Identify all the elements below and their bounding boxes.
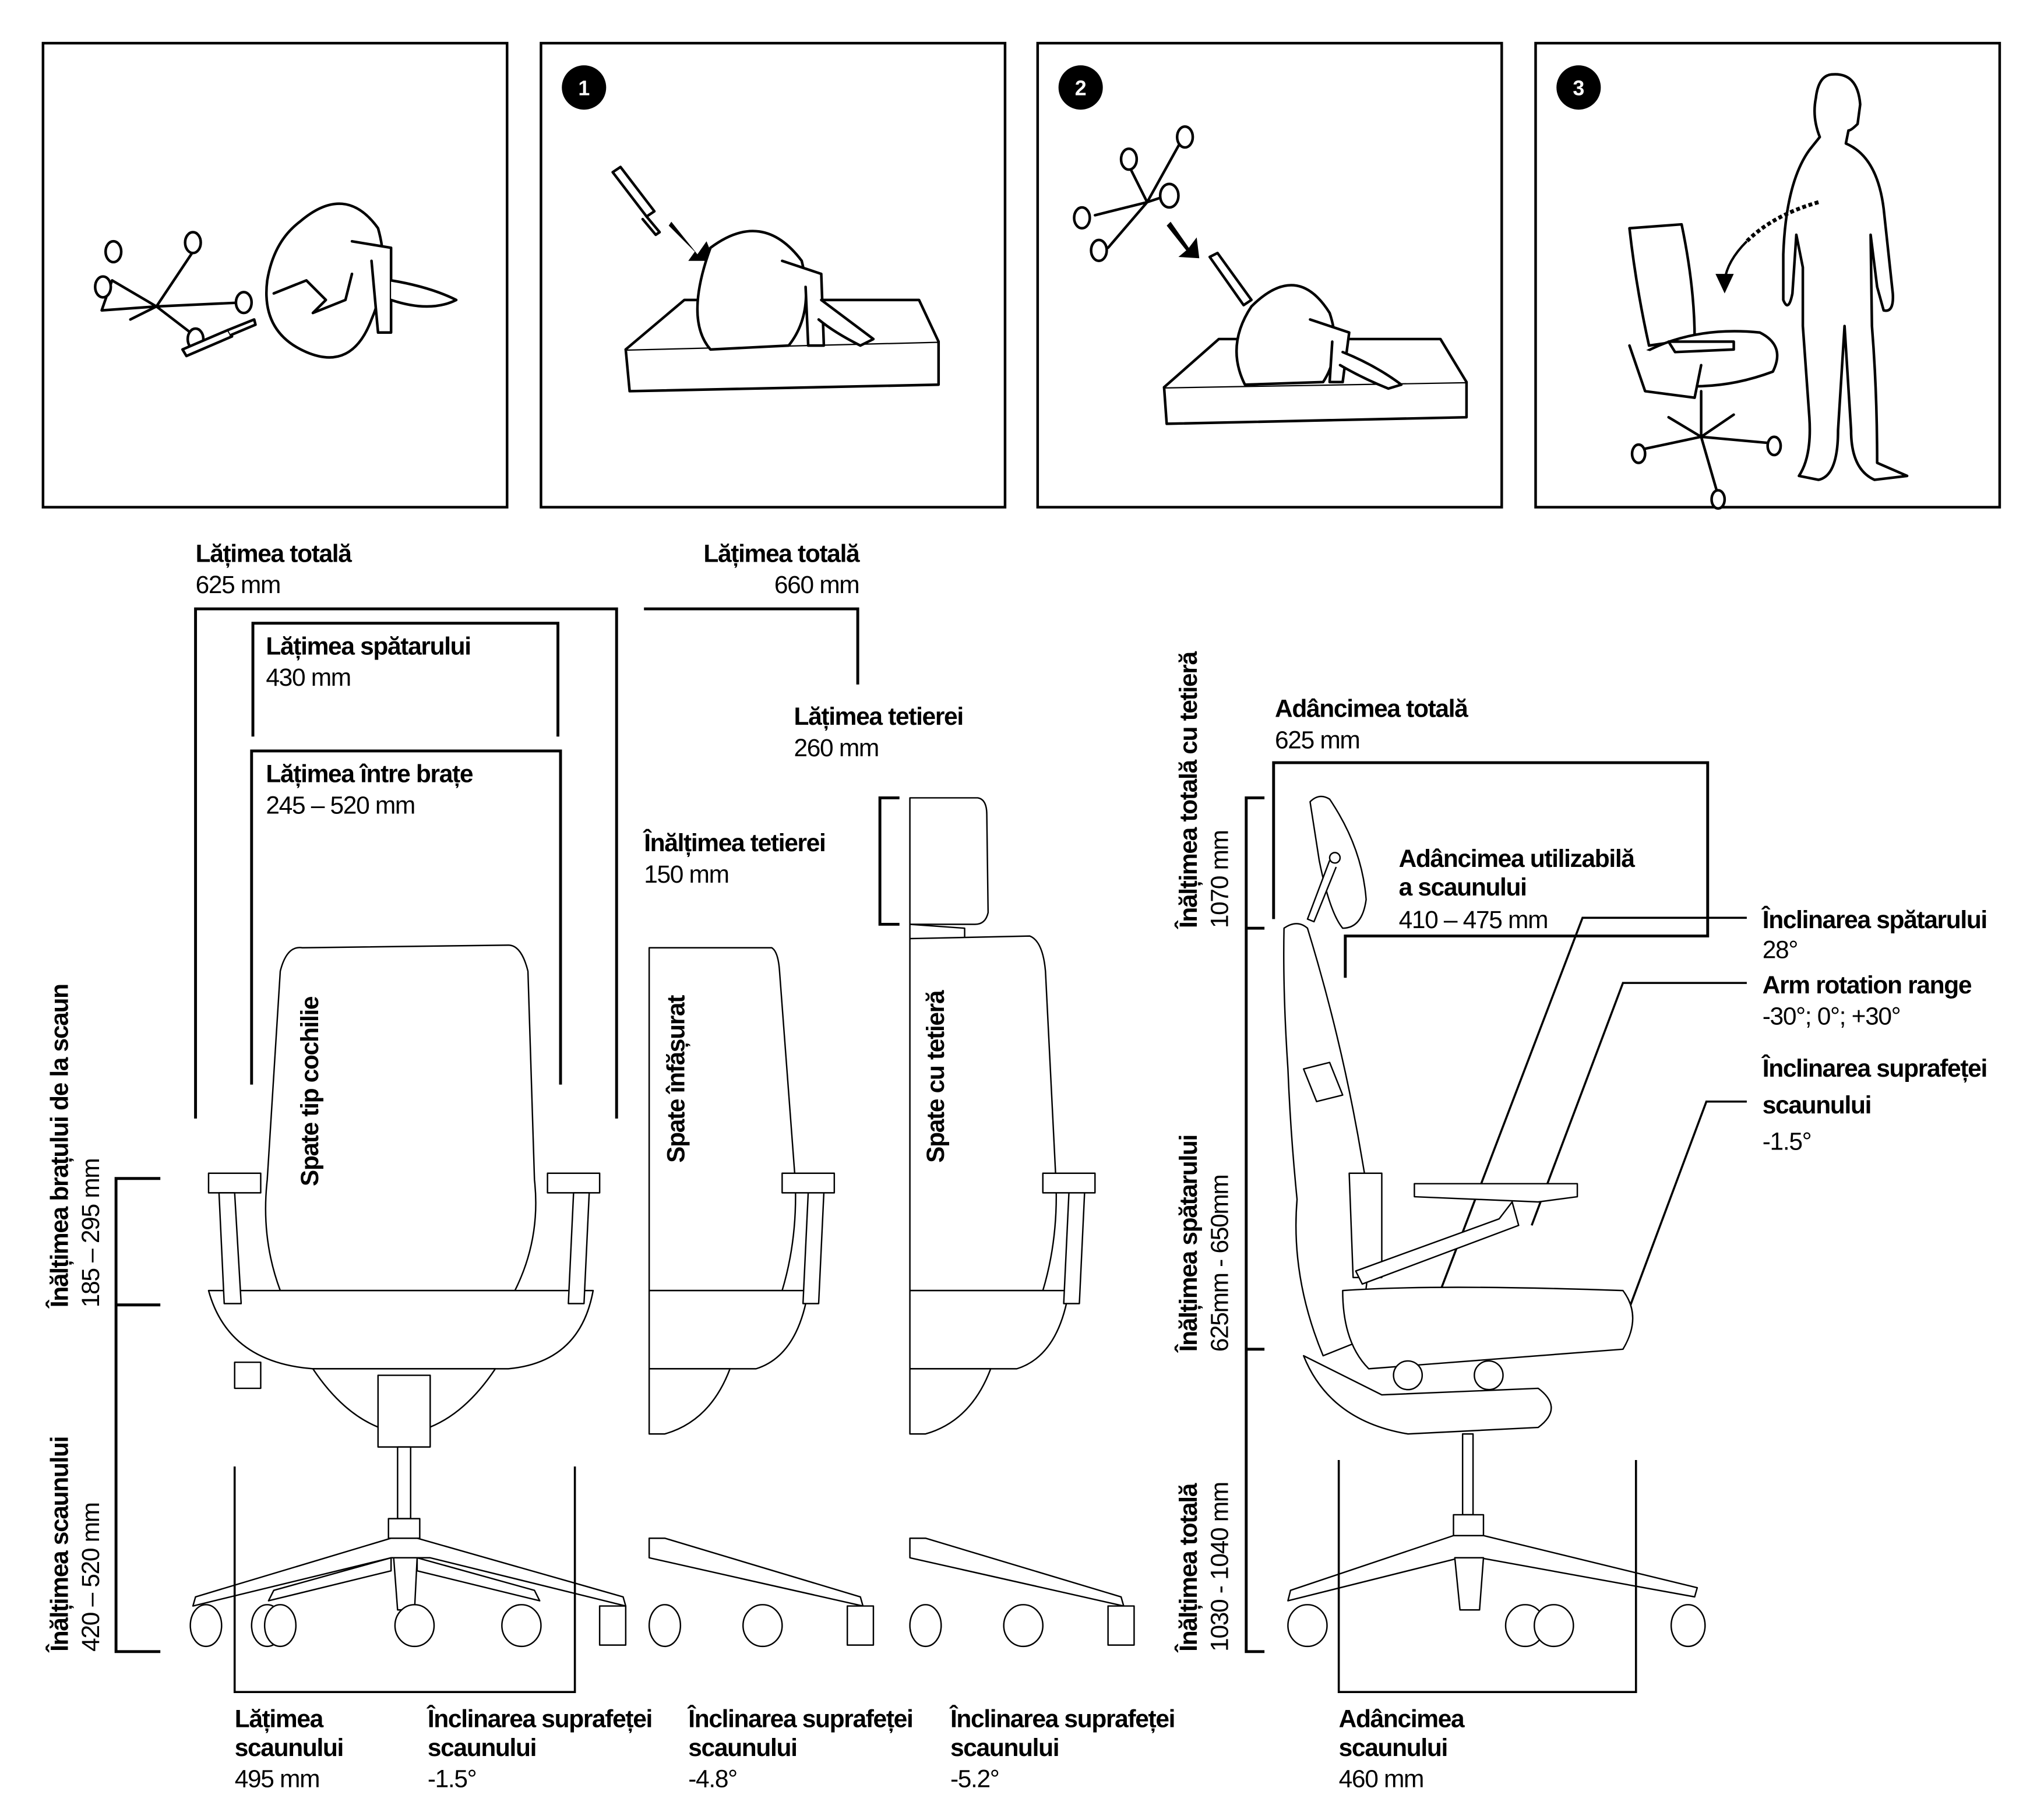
overall-height-value: 1030 - 1040 mm bbox=[1206, 1482, 1234, 1652]
height-with-headrest-title: Înălțimea totală cu tetieră bbox=[1174, 651, 1203, 930]
headrest-height-value: 150 mm bbox=[644, 861, 728, 888]
step-number: 3 bbox=[1573, 77, 1584, 100]
back-width-value: 430 mm bbox=[266, 664, 350, 692]
overall-width-value: 625 mm bbox=[196, 572, 280, 599]
step-number: 1 bbox=[578, 77, 590, 100]
panel-frame bbox=[1036, 41, 1503, 509]
wrap-seat-tilt-title-2: scaunului bbox=[688, 1734, 797, 1762]
headrest-height-title: Înălțimea tetierei bbox=[643, 828, 825, 857]
side-seat-tilt-title-2: scaunului bbox=[1763, 1092, 1871, 1119]
height-bracket bbox=[114, 1177, 161, 1653]
wrap-seat-tilt-value: -4.8° bbox=[688, 1766, 737, 1793]
step-panel-0 bbox=[41, 41, 509, 509]
panel-frame bbox=[1534, 41, 2001, 509]
back-height-title: Înălțimea spătarului bbox=[1174, 1135, 1203, 1353]
overall-depth-bracket bbox=[1272, 761, 1710, 978]
headrest-seat-tilt-title-1: Înclinarea suprafeței bbox=[949, 1705, 1175, 1733]
assembled-chair-with-person-icon bbox=[1628, 73, 1909, 510]
back-width-title: Lățimea spătarului bbox=[266, 633, 470, 660]
back-tilt-leader bbox=[1439, 916, 1747, 1291]
wrap-overall-width-title: Lățimea totală bbox=[703, 541, 860, 568]
arm-height-value: 185 – 295 mm bbox=[77, 1159, 105, 1308]
seat-depth-title-1: Adâncimea bbox=[1339, 1706, 1465, 1733]
usable-depth-value: 410 – 475 mm bbox=[1399, 907, 1548, 934]
headrest-width-title: Lățimea tetierei bbox=[794, 703, 963, 731]
step-number-badge bbox=[1556, 65, 1601, 110]
step-number-badge bbox=[562, 65, 607, 110]
headrest-back-chair-icon bbox=[909, 797, 1135, 1648]
arm-width-title: Lățimea între brațe bbox=[266, 761, 473, 788]
wrap-seat-tilt-title-1: Înclinarea suprafeței bbox=[687, 1705, 912, 1733]
overall-depth-title: Adâncimea totală bbox=[1275, 696, 1468, 723]
seat-depth-value: 460 mm bbox=[1339, 1766, 1423, 1793]
back-tilt-value: 28° bbox=[1763, 937, 1798, 964]
step-number-badge bbox=[1058, 65, 1103, 110]
seat-height-title: Înălțimea scaunului bbox=[45, 1437, 73, 1653]
seat-tilt-leader bbox=[1615, 1100, 1747, 1344]
wrap-back-chair-icon bbox=[648, 947, 875, 1648]
seat-width-title-2: scaunului bbox=[235, 1734, 343, 1762]
unboxed-chair-parts-icon bbox=[94, 202, 458, 359]
overall-width-bracket bbox=[194, 607, 618, 1119]
seat-tilt-title-1: Înclinarea suprafeței bbox=[427, 1705, 652, 1733]
seat-depth-title-2: scaunului bbox=[1339, 1734, 1447, 1762]
wrap-overall-width-value: 660 mm bbox=[774, 572, 859, 599]
side-seat-tilt-title-1: Înclinarea suprafeței bbox=[1761, 1054, 1987, 1082]
back-tilt-title: Înclinarea spătarului bbox=[1761, 905, 1987, 934]
back-width-bracket bbox=[251, 622, 560, 737]
arm-rotation-leader bbox=[1531, 982, 1747, 1226]
seat-height-value: 420 – 520 mm bbox=[77, 1503, 105, 1652]
seat-tilt-title-2: scaunului bbox=[428, 1734, 536, 1762]
seat-width-title-1: Lățimea bbox=[235, 1706, 324, 1733]
back-height-value: 625mm - 650mm bbox=[1206, 1175, 1234, 1352]
side-view: Adâncimea totală 625 mm Adâncimea utiliz… bbox=[1174, 651, 1987, 1793]
step-panel-2: 2 bbox=[1036, 41, 1503, 509]
front-view-shell-back: Lățimea totală 625 mm Lățimea spătarului… bbox=[45, 541, 653, 1793]
front-view-headrest-back: Lățimea tetierei 260 mm Spate cu tetieră… bbox=[794, 703, 1175, 1793]
step-panel-3: 3 bbox=[1534, 41, 2001, 510]
headrest-seat-tilt-value: -5.2° bbox=[950, 1766, 999, 1793]
seat-depth-bracket bbox=[1337, 1459, 1637, 1693]
seat-width-value: 495 mm bbox=[235, 1766, 319, 1793]
side-view-chair-icon bbox=[1283, 795, 1706, 1648]
wrap-overall-width-bracket bbox=[644, 607, 859, 685]
headrest-width-value: 260 mm bbox=[794, 735, 878, 762]
shell-back-chair-icon bbox=[189, 944, 627, 1648]
arm-rotation-title: Arm rotation range bbox=[1763, 972, 1972, 999]
insert-cylinder-into-chair-icon bbox=[611, 165, 940, 393]
overall-width-title: Lățimea totală bbox=[196, 541, 353, 568]
arm-width-value: 245 – 520 mm bbox=[266, 792, 415, 819]
front-view-wrap-back: Lățimea totală 660 mm Înălțimea tetierei… bbox=[643, 541, 914, 1793]
step-number: 2 bbox=[1075, 77, 1087, 100]
arm-rotation-value: -30°; 0°; +30° bbox=[1763, 1003, 1901, 1031]
side-seat-tilt-value: -1.5° bbox=[1763, 1129, 1812, 1156]
usable-depth-title-1: Adâncimea utilizabilă bbox=[1399, 845, 1636, 873]
back-type-label: Spate tip cochilie bbox=[297, 996, 324, 1186]
overall-depth-value: 625 mm bbox=[1275, 727, 1359, 754]
headrest-height-bracket bbox=[878, 796, 900, 926]
arm-height-title: Înălțimea brațului de la scaun bbox=[45, 984, 73, 1309]
arm-width-bracket bbox=[250, 749, 562, 1085]
side-height-bracket bbox=[1245, 796, 1265, 1653]
seat-tilt-value: -1.5° bbox=[428, 1766, 477, 1793]
headrest-back-type-label: Spate cu tetieră bbox=[922, 990, 950, 1163]
overall-height-title: Înălțimea totală bbox=[1174, 1483, 1203, 1653]
attach-base-to-cylinder-icon bbox=[1073, 125, 1468, 425]
usable-depth-title-2: a scaunului bbox=[1399, 874, 1527, 901]
seat-width-bracket bbox=[233, 1466, 576, 1693]
wrap-back-type-label: Spate înfășurat bbox=[663, 995, 690, 1163]
height-with-headrest-value: 1070 mm bbox=[1206, 830, 1234, 928]
step-panel-1: 1 bbox=[540, 41, 1007, 509]
headrest-seat-tilt-title-2: scaunului bbox=[950, 1734, 1059, 1762]
